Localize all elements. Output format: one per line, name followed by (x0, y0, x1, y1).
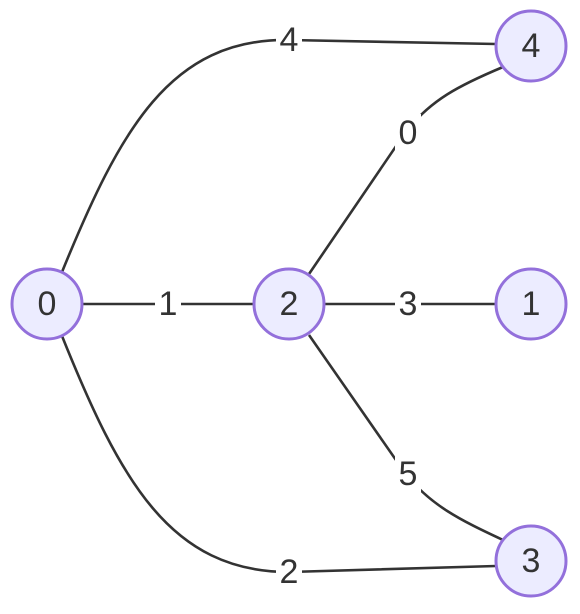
node-label: 0 (38, 285, 57, 323)
edge-0-4 (60, 38, 497, 273)
node-4: 4 (494, 9, 568, 83)
edge-label-0-3: 2 (280, 553, 299, 591)
edge-label-0-4: 4 (280, 21, 299, 59)
node-circle (252, 267, 326, 341)
node-1: 1 (494, 267, 568, 341)
edge-labels-layer: 4 1 2 0 3 5 (155, 21, 421, 591)
edge-0-3 (60, 335, 497, 574)
edge-label-2-4: 0 (399, 114, 418, 152)
node-circle (494, 524, 568, 598)
edge-2-4 (307, 65, 504, 275)
edge-label-background (155, 285, 181, 323)
edge-label-background (276, 553, 302, 591)
node-2: 2 (252, 267, 326, 341)
edge-label-background (395, 114, 421, 152)
node-label: 4 (522, 27, 541, 65)
edge-label-background (395, 455, 421, 493)
edge-label-2-3: 5 (399, 455, 418, 493)
node-0: 0 (10, 267, 84, 341)
node-3: 3 (494, 524, 568, 598)
node-circle (494, 267, 568, 341)
nodes-layer: 0 2 4 1 3 (10, 9, 568, 598)
edge-2-3 (307, 334, 504, 542)
edge-label-2-1: 3 (399, 285, 418, 323)
edge-label-0-2: 1 (159, 285, 178, 323)
edge-label-background (395, 285, 421, 323)
node-label: 1 (522, 285, 541, 323)
node-label: 2 (280, 285, 299, 323)
node-circle (10, 267, 84, 341)
edge-label-background (276, 21, 302, 59)
node-label: 3 (522, 542, 541, 580)
node-circle (494, 9, 568, 83)
